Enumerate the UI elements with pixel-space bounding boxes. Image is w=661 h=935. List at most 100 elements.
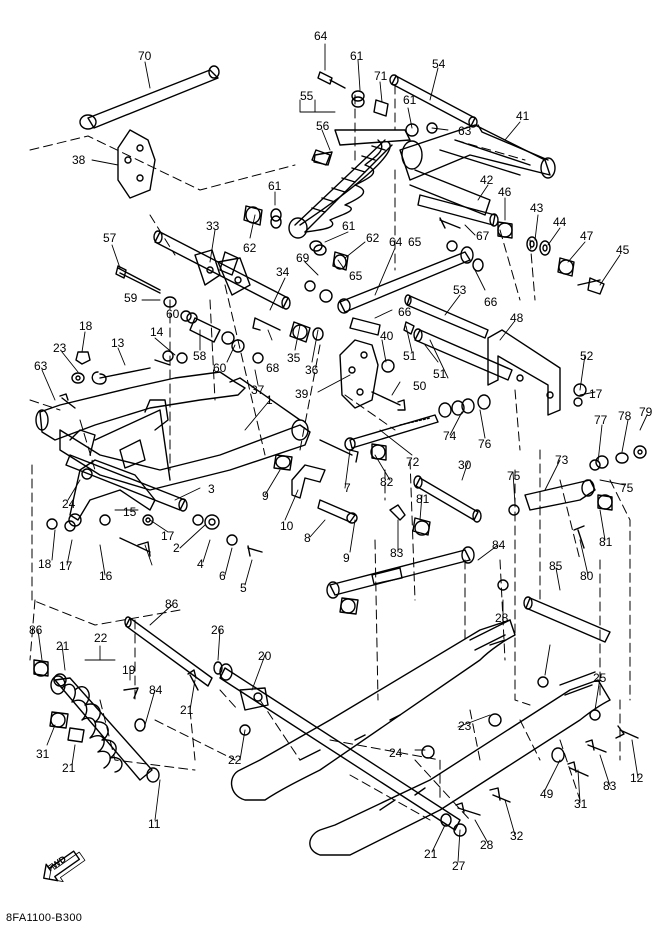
rod-84 — [326, 546, 475, 599]
bolt-16 — [119, 537, 151, 557]
part-callout-28: 28 — [495, 611, 509, 625]
collar-82-low — [339, 597, 359, 615]
part-callout-62: 62 — [243, 241, 257, 255]
part-callout-11: 11 — [148, 817, 161, 831]
part-callout-52: 52 — [580, 349, 594, 363]
bush-60 — [180, 310, 198, 324]
part-callout-4: 4 — [197, 557, 204, 571]
shock-absorber-lower — [50, 675, 160, 783]
part-callout-14: 14 — [150, 325, 164, 339]
collar-35 — [289, 321, 311, 343]
nut-24-left — [81, 468, 93, 480]
part-callout-10: 10 — [280, 519, 294, 533]
washer-28-low — [440, 813, 452, 827]
part-callout-21: 21 — [180, 703, 194, 717]
part-callout-65: 65 — [349, 269, 363, 283]
washer-17-top — [71, 372, 85, 384]
part-callout-26: 26 — [211, 623, 225, 637]
part-callout-48: 48 — [510, 311, 524, 325]
part-callout-56: 56 — [316, 119, 330, 133]
bracket-73 — [524, 479, 596, 511]
part-callout-19: 19 — [122, 663, 136, 677]
collar-62-left — [243, 205, 263, 226]
part-callout-20: 20 — [258, 649, 272, 663]
cap-56 — [313, 151, 333, 166]
bolt-7 — [319, 439, 359, 463]
part-callout-76: 76 — [478, 437, 492, 451]
hook-13 — [91, 367, 151, 385]
washer-78 — [615, 452, 629, 464]
part-callout-78: 78 — [618, 409, 632, 423]
part-callout-36: 36 — [305, 363, 319, 377]
part-callout-86: 86 — [165, 597, 179, 611]
bolt-49 — [585, 739, 607, 753]
part-callout-34: 34 — [276, 265, 290, 279]
part-callout-47: 47 — [580, 229, 594, 243]
bush-63-top — [426, 122, 438, 134]
part-callout-60: 60 — [213, 361, 227, 375]
part-callout-18: 18 — [79, 319, 93, 333]
part-callout-85: 85 — [549, 559, 563, 573]
rod-64-mid — [337, 240, 484, 314]
bush-69 — [304, 280, 316, 292]
part-callout-5: 5 — [240, 581, 247, 595]
collar-81-right — [597, 494, 613, 511]
bush-61-right — [405, 123, 419, 137]
collar-9-left — [273, 454, 293, 471]
part-callout-18: 18 — [38, 557, 52, 571]
shaft-25 — [219, 663, 461, 831]
bolt-83-mid — [389, 504, 406, 521]
collar-77 — [595, 455, 609, 469]
part-callout-74: 74 — [443, 429, 457, 443]
part-callout-61: 61 — [268, 179, 282, 193]
pin-8 — [317, 499, 356, 523]
bolt-45 — [577, 277, 605, 295]
part-callout-53: 53 — [453, 283, 467, 297]
part-callout-71: 71 — [374, 69, 388, 83]
part-callout-22: 22 — [228, 753, 242, 767]
part-callout-75: 75 — [507, 469, 521, 483]
bolt-23-top — [59, 393, 76, 409]
collar-46 — [497, 221, 513, 239]
collar-9-right — [346, 512, 358, 524]
part-callout-83: 83 — [390, 546, 404, 560]
part-callout-62: 62 — [366, 231, 380, 245]
part-callout-22: 22 — [94, 631, 108, 645]
collar-2 — [192, 514, 204, 526]
part-callout-86: 86 — [29, 623, 43, 637]
bush-71 — [373, 99, 389, 117]
part-callout-72: 72 — [406, 455, 420, 469]
part-callout-21: 21 — [56, 639, 70, 653]
part-callout-65: 65 — [408, 235, 422, 249]
bolt-11 — [489, 787, 511, 803]
bolt-23-low — [187, 669, 199, 691]
bolt-68 — [252, 317, 281, 331]
shaft-85 — [523, 596, 611, 643]
collar-21-a — [33, 659, 49, 677]
collar-22-a — [53, 673, 67, 687]
part-callout-69: 69 — [296, 251, 310, 265]
collar-31-left — [488, 713, 502, 727]
part-callout-39: 39 — [295, 387, 309, 401]
part-callout-9: 9 — [262, 489, 269, 503]
part-callout-9: 9 — [343, 551, 350, 565]
part-callout-43: 43 — [530, 201, 544, 215]
part-callout-45: 45 — [616, 243, 630, 257]
part-callout-17: 17 — [161, 529, 175, 543]
collars-60-pair — [221, 331, 245, 353]
collars-74 — [438, 398, 475, 418]
bolt-80 — [573, 525, 585, 549]
collar-63-left — [252, 352, 264, 364]
part-callout-57: 57 — [103, 231, 117, 245]
part-callout-54: 54 — [432, 57, 446, 71]
collar-82-top — [370, 443, 387, 461]
nut-28-top — [213, 661, 223, 675]
nut-52 — [573, 383, 587, 397]
bolt-5 — [247, 545, 263, 557]
shaft-50 — [413, 328, 513, 381]
rod-64-top — [79, 65, 220, 130]
part-callout-58: 58 — [193, 349, 207, 363]
fwd-arrow-icon — [43, 850, 86, 883]
part-callout-41: 41 — [516, 109, 530, 123]
